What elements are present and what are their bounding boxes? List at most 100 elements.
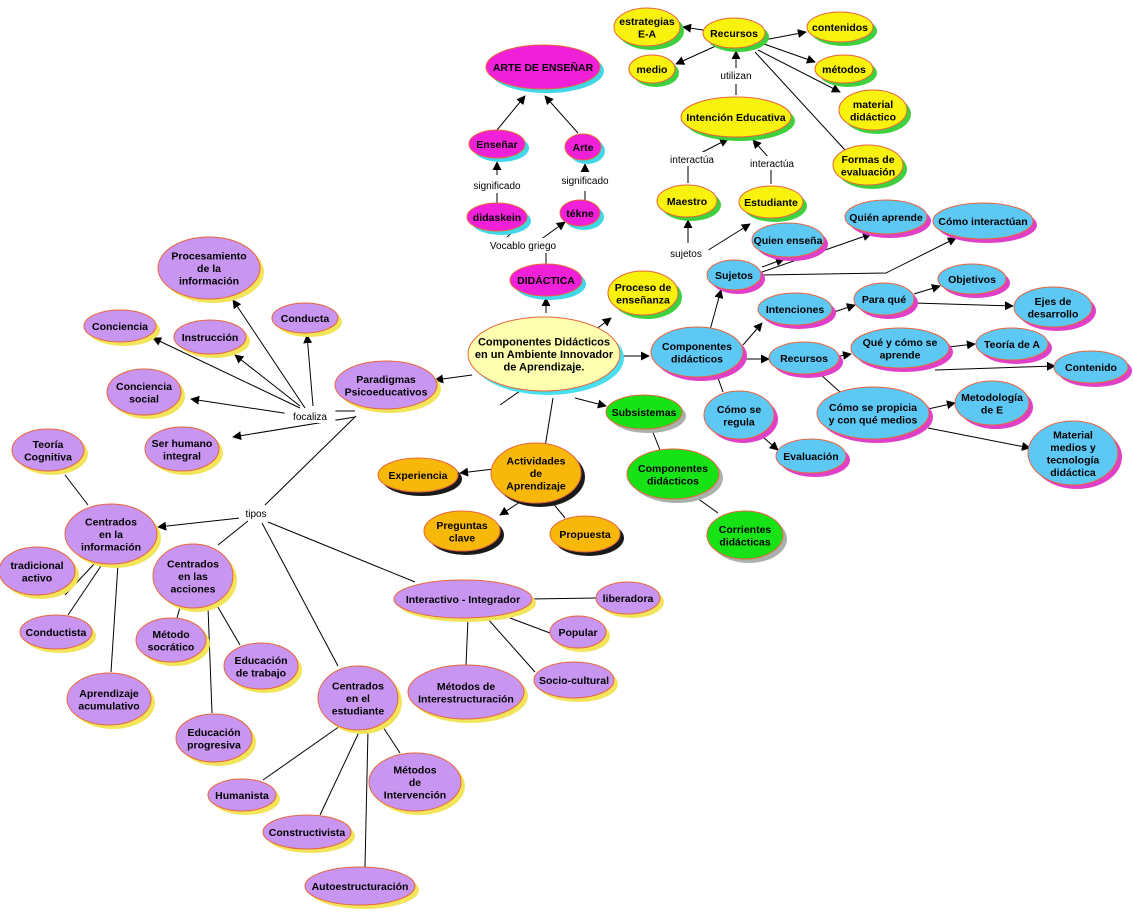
connection-label-interactua-1: interactúa: [670, 155, 714, 166]
node-label-line: Metodología: [961, 392, 1023, 404]
node-label-line: métodos: [822, 64, 866, 76]
node-label-line: Para qué: [862, 294, 907, 306]
node-label-line: Conductista: [26, 627, 87, 639]
node-ellipse: [605, 394, 683, 430]
connector-line: [499, 501, 521, 516]
connector-line: [465, 618, 469, 666]
node-label-line: Enseñar: [476, 139, 517, 151]
node-intencion: Intención Educativa: [680, 96, 795, 141]
connector-line: [64, 474, 89, 506]
node-ellipse: [1013, 286, 1093, 328]
node-label-line: Estudiante: [744, 197, 798, 209]
node-metodos: métodos: [814, 54, 877, 87]
connection-label-background: [239, 506, 273, 520]
connector-line: [529, 597, 598, 600]
node-tekne: tékne: [559, 199, 604, 230]
node-ellipse: [814, 54, 874, 84]
node-ellipse: [932, 202, 1034, 240]
node-label-line: Evaluación: [783, 451, 838, 463]
node-label-line: Educación: [187, 727, 240, 739]
connection-label-significado-1: significado: [473, 181, 521, 192]
node-label-line: información: [81, 542, 141, 554]
node-label-line: Componentes: [662, 341, 732, 353]
node-label-line: regula: [723, 416, 755, 428]
connection-label-focaliza: focaliza: [293, 412, 327, 423]
connector-line: [717, 377, 724, 393]
node-label-line: Preguntas: [436, 520, 488, 532]
node-ellipse: [656, 184, 718, 218]
node-label-line: Recursos: [780, 353, 828, 365]
node-label-line: Componentes Didácticos: [478, 337, 610, 349]
node-label-line: de trabajo: [236, 667, 286, 679]
node-intenciones: Intenciones: [757, 292, 836, 329]
node-label-line: de Aprendizaje.: [504, 362, 585, 374]
node-ellipse: [595, 581, 661, 615]
connector-line: [819, 373, 841, 393]
node-ellipse: [19, 614, 93, 650]
node-label-line: E-A: [638, 28, 657, 40]
node-label-line: ARTE DE ENSEÑAR: [493, 61, 594, 74]
node-didaskein: didaskein: [466, 202, 531, 235]
connector-line: [754, 51, 846, 151]
node-label-line: Popular: [558, 627, 597, 639]
node-label-line: liberadora: [603, 593, 654, 605]
node-ellipse: [775, 438, 847, 474]
connections: [64, 23, 1056, 868]
node-label-line: Cognitiva: [24, 451, 72, 463]
node-ellipse: [334, 360, 438, 410]
node-label-line: Arte: [572, 142, 593, 154]
node-ellipse: [468, 129, 526, 159]
node-arte-ensenar: ARTE DE ENSEÑAR: [485, 44, 604, 93]
node-label-line: didácticos: [671, 353, 723, 365]
node-label-line: Quién aprende: [849, 212, 923, 224]
node-label-line: material: [853, 99, 893, 111]
connector-line: [267, 521, 416, 583]
node-label-line: Ejes de: [1035, 296, 1072, 308]
connector-line: [574, 397, 607, 409]
node-ellipse: [66, 672, 152, 726]
node-ellipse: [152, 543, 234, 609]
node-ellipse: [1053, 350, 1129, 384]
node-label-line: Método: [152, 629, 189, 641]
node-label-line: didaskein: [473, 212, 521, 224]
node-ellipse: [853, 282, 915, 316]
node-ellipse: [706, 510, 784, 560]
node-instruccion: Instrucción: [173, 319, 250, 358]
node-estudiante: Estudiante: [738, 185, 807, 222]
connector-line: [763, 29, 807, 41]
node-ellipse: [757, 292, 833, 326]
node-subsistemas: Subsistemas: [605, 394, 686, 433]
node-label-line: tecnología: [1047, 454, 1100, 466]
node-ellipse: [64, 503, 158, 565]
connector-line: [927, 400, 956, 410]
connector-line: [319, 729, 361, 816]
connector-line: [303, 334, 314, 407]
node-label-line: Objetivos: [948, 274, 996, 286]
node-label-line: Intervención: [384, 790, 446, 802]
connector-line: [262, 725, 341, 781]
connector-line: [763, 43, 816, 64]
node-ellipse: [738, 185, 804, 219]
node-ellipse: [806, 11, 874, 43]
node-label-line: Psicoeducativos: [345, 386, 428, 398]
node-label-line: didácticas: [719, 536, 771, 548]
connector-line: [261, 522, 339, 667]
node-propuesta: Propuesta: [549, 515, 624, 556]
node-ellipse: [423, 510, 501, 552]
connector-line: [176, 606, 181, 619]
node-label-line: en las: [178, 571, 208, 583]
connector-line: [913, 284, 941, 295]
node-label-line: Sujetos: [715, 270, 753, 282]
node-label-line: en el: [346, 693, 370, 705]
node-sujetos: Sujetos: [706, 259, 765, 294]
node-label-line: de: [530, 468, 542, 480]
